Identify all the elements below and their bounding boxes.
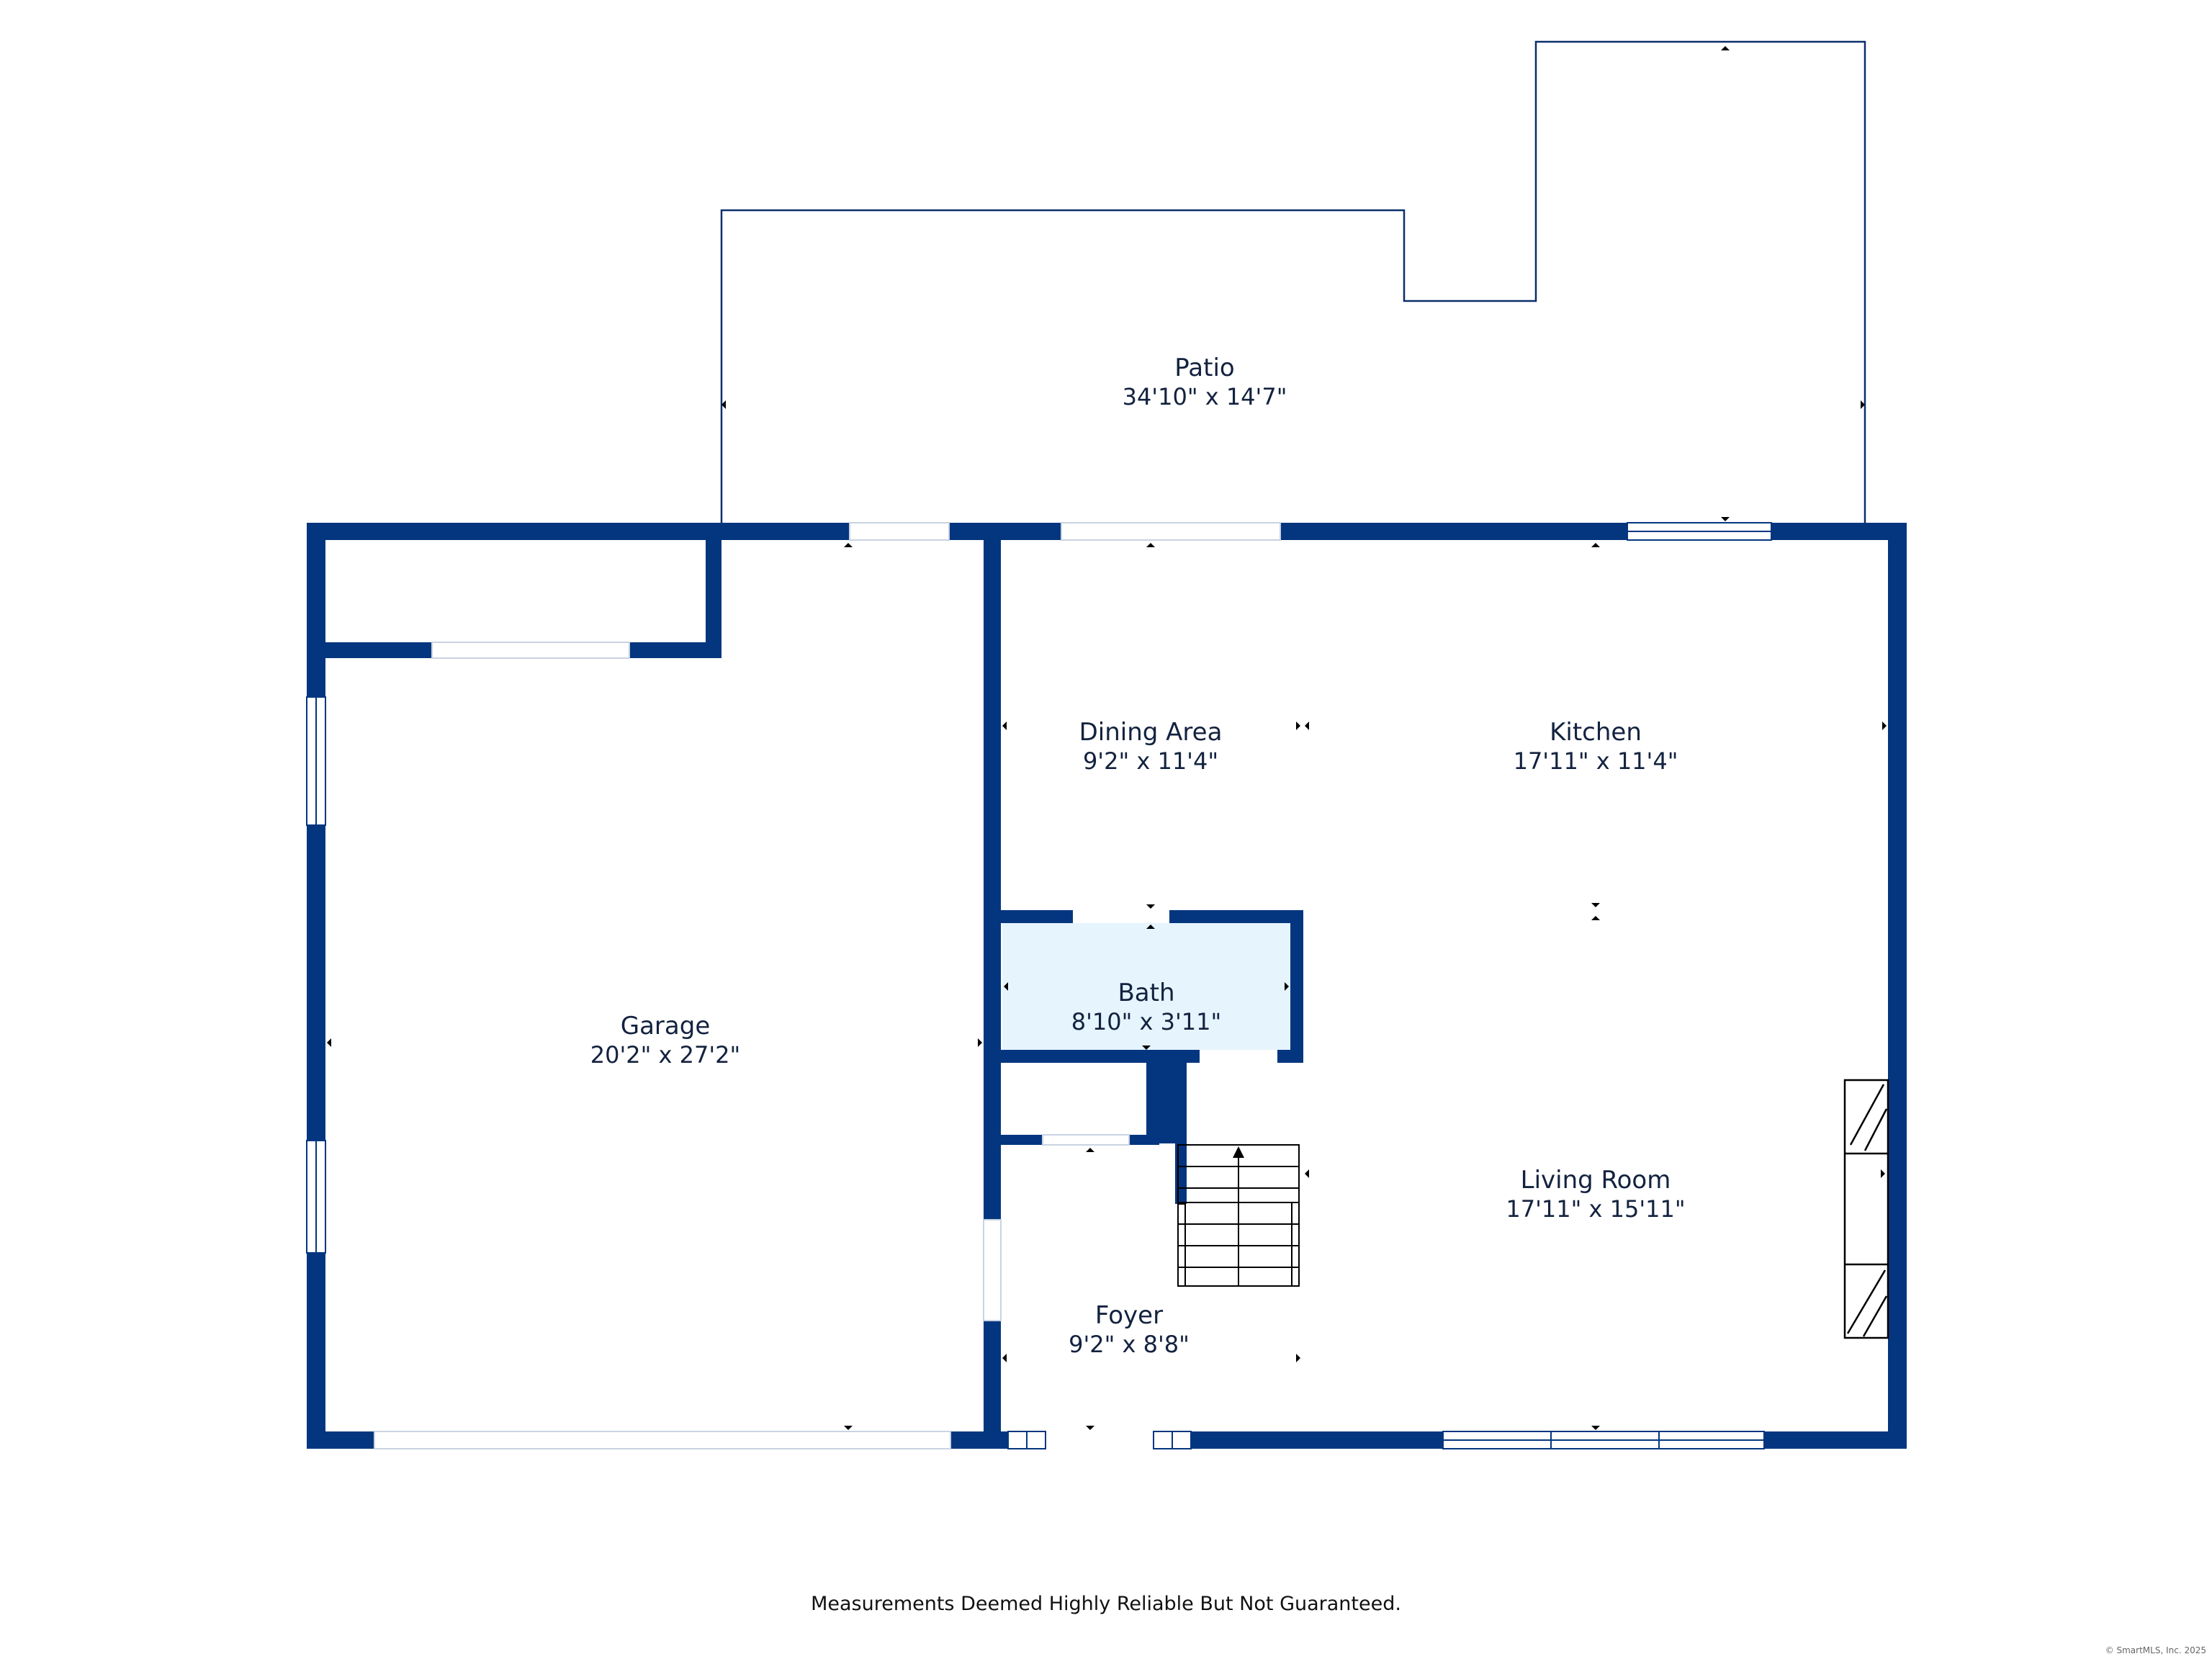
door-gap-foyer-side-line xyxy=(983,1219,1002,1321)
copyright-text: © SmartMLS, Inc. 2025 xyxy=(2105,1645,2206,1655)
room-dims-foyer: 9'2" x 8'8" xyxy=(1069,1331,1190,1358)
door-gap-foyer-side xyxy=(984,1220,1001,1321)
door-gap-closet xyxy=(1043,1135,1129,1145)
door-gap-nook-line xyxy=(431,642,630,659)
room-name-foyer: Foyer xyxy=(1095,1301,1163,1330)
door-gap-dining-top xyxy=(1061,523,1280,540)
door-gap-front xyxy=(1046,1431,1154,1449)
door-gap-nook xyxy=(432,642,629,658)
wall-stair-side xyxy=(1175,1143,1187,1204)
room-dims-patio: 34'10" x 14'7" xyxy=(1123,383,1287,410)
door-gap-garage-bottom-line xyxy=(374,1431,951,1449)
door-gap-garage-top xyxy=(850,523,949,540)
door-gap-bath-top xyxy=(1073,910,1169,923)
windows xyxy=(306,522,1772,1449)
door-gap-bath-bottom xyxy=(1200,1050,1277,1063)
door-gap-garage-top-line xyxy=(849,522,950,541)
wall-left xyxy=(307,523,325,1449)
stairs xyxy=(1177,1144,1300,1287)
patio-outline xyxy=(720,40,1866,523)
fireplace xyxy=(1843,1079,1889,1339)
room-name-garage: Garage xyxy=(621,1012,711,1040)
room-dims-bath: 8'10" x 3'11" xyxy=(1071,1008,1221,1035)
door-gap-closet-line xyxy=(1042,1134,1130,1146)
wall-bath-right xyxy=(1290,910,1303,1063)
room-dims-garage: 20'2" x 27'2" xyxy=(590,1041,740,1069)
room-name-bath: Bath xyxy=(1118,979,1174,1007)
room-name-patio: Patio xyxy=(1174,354,1234,382)
room-name-kitchen: Kitchen xyxy=(1550,718,1642,747)
door-gap-dining-top-line xyxy=(1061,522,1281,541)
bath-floor xyxy=(1002,922,1290,1051)
room-dims-dining-area: 9'2" x 11'4" xyxy=(1083,747,1218,775)
disclaimer-text: Measurements Deemed Highly Reliable But … xyxy=(811,1593,1401,1615)
wall-stair-block xyxy=(1146,1063,1187,1143)
room-name-dining-area: Dining Area xyxy=(1079,718,1223,747)
door-gap-garage-bottom xyxy=(374,1431,950,1449)
wall-nook-right xyxy=(706,523,721,658)
wall-right xyxy=(1888,523,1907,1449)
room-dims-living-room: 17'11" x 15'11" xyxy=(1506,1195,1685,1223)
dimension-markers xyxy=(327,46,1887,1430)
room-dims-kitchen: 17'11" x 11'4" xyxy=(1514,747,1678,775)
room-name-living-room: Living Room xyxy=(1521,1166,1671,1195)
